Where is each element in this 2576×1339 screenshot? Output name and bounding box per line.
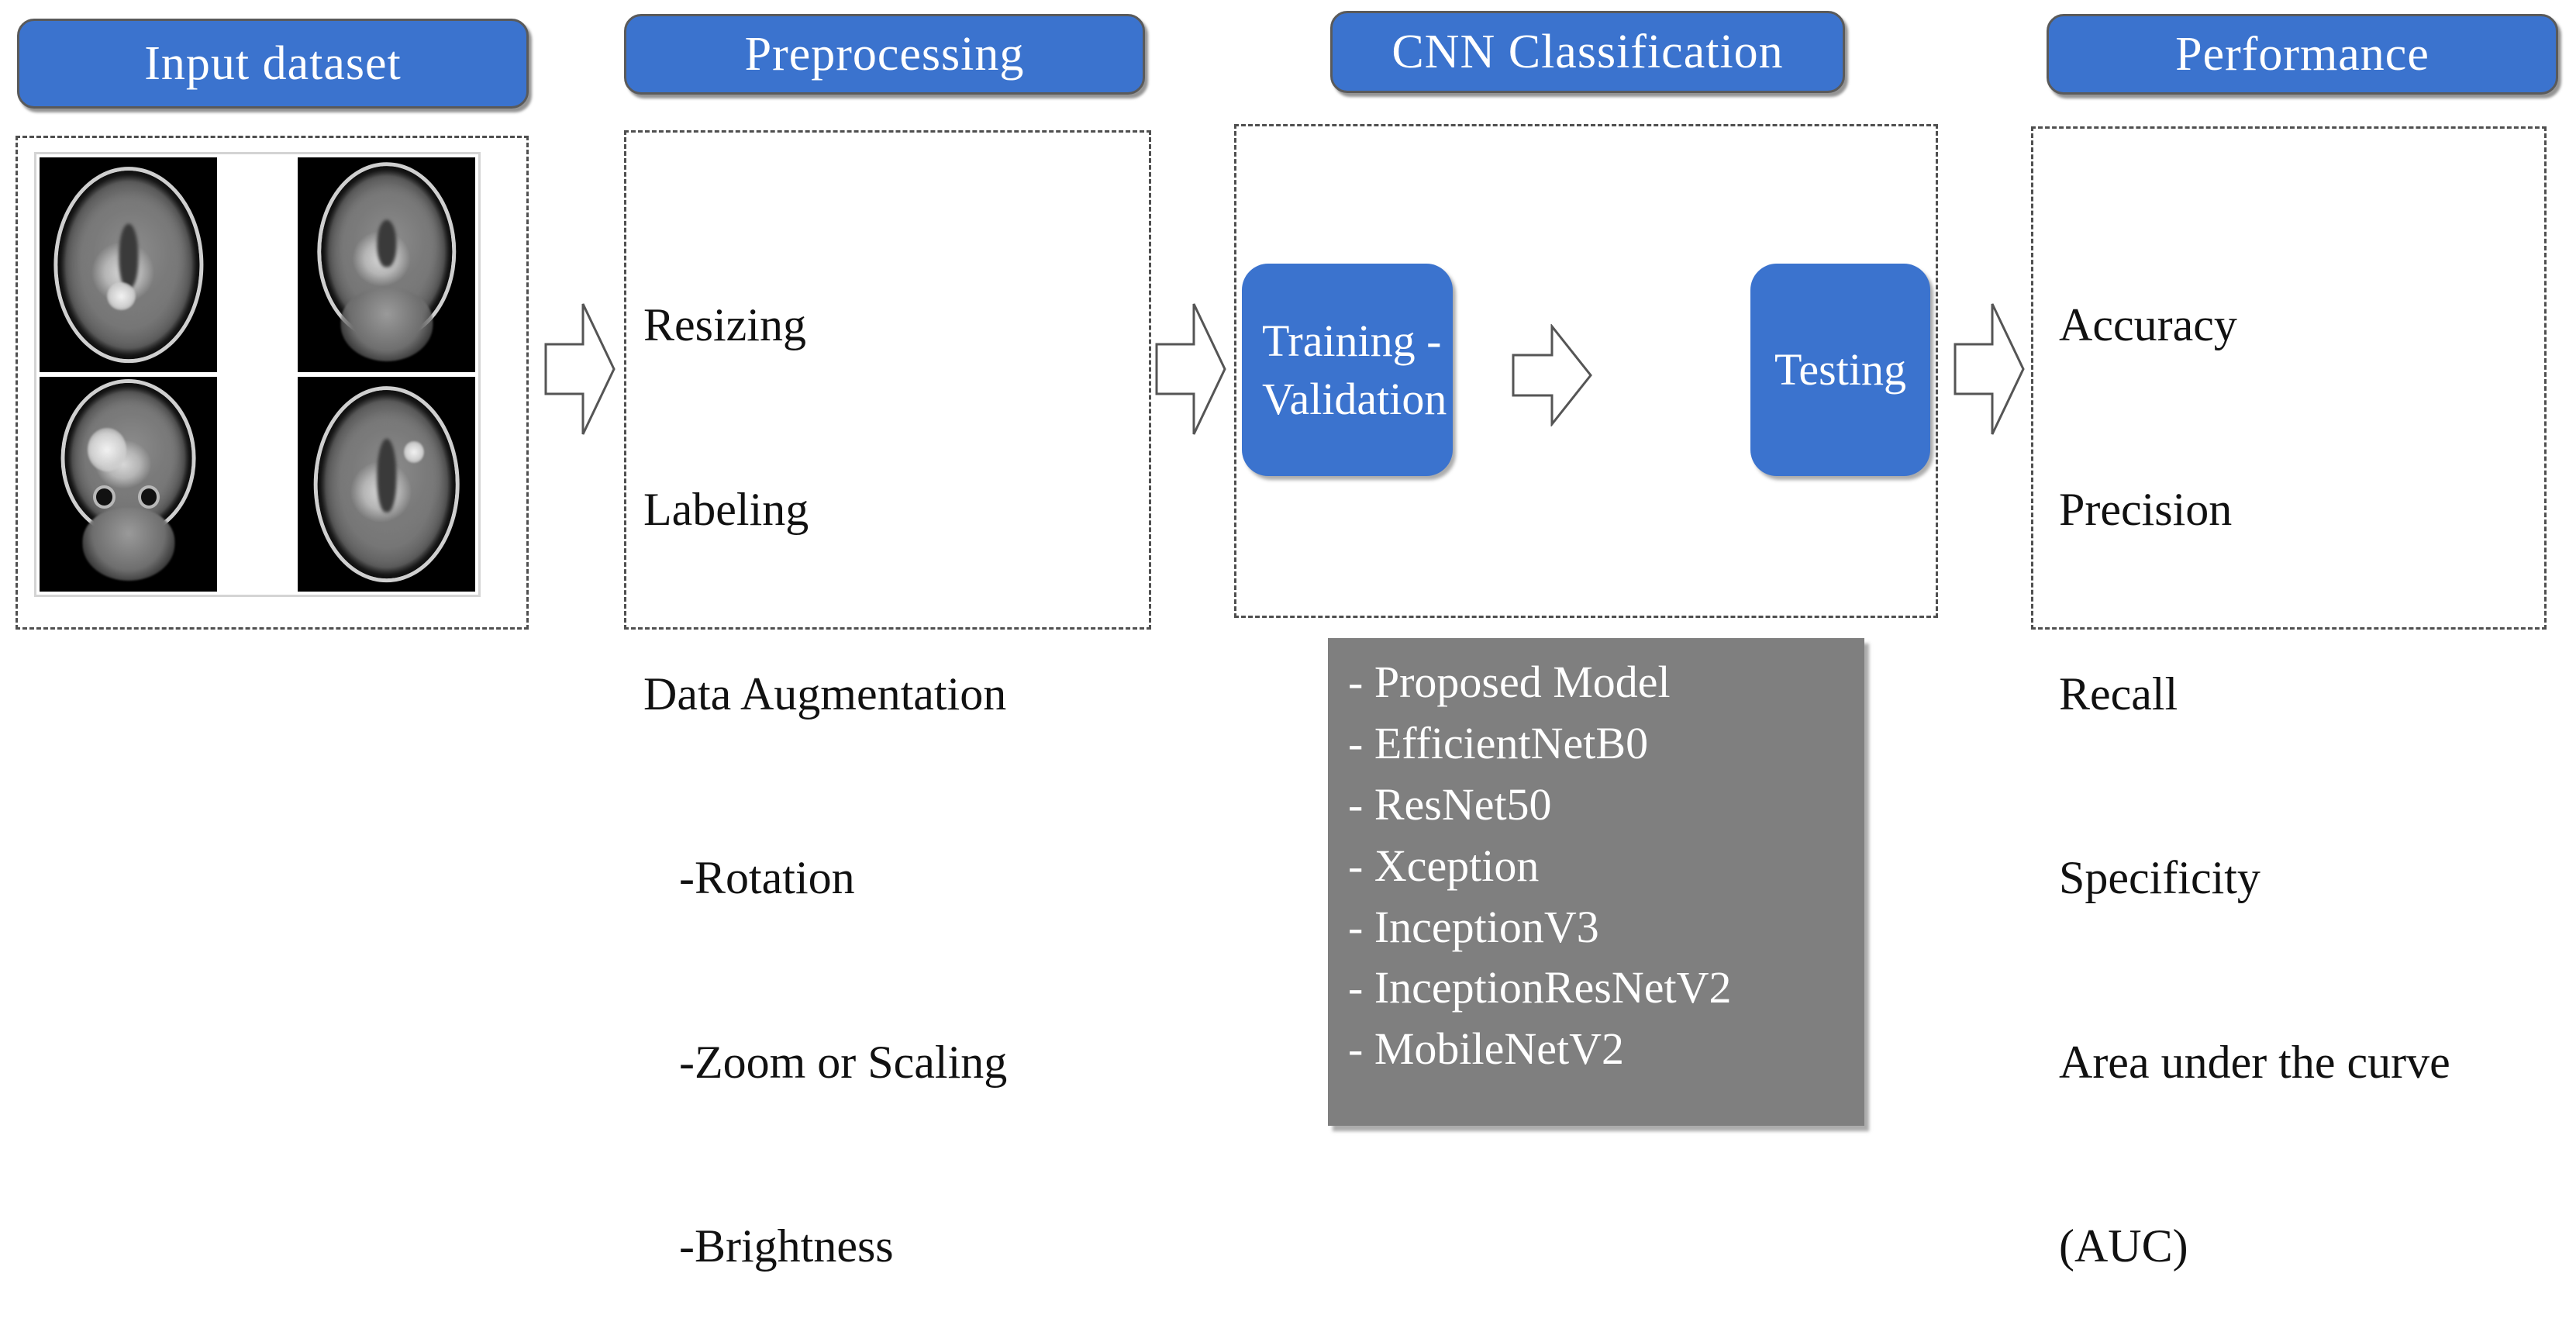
mri-image-coronal-2: [40, 377, 217, 592]
mri-image-coronal-1: [298, 157, 475, 372]
testing-box[interactable]: Testing: [1750, 264, 1930, 476]
ventricle-shape: [376, 219, 397, 267]
arrow-preprocessing-to-cnn-icon: [1155, 301, 1226, 437]
model-list-item: - InceptionResNetV2: [1348, 962, 1732, 1013]
stage-header-cnn-classification-label: CNN Classification: [1391, 26, 1784, 78]
preprocessing-substep: -Zoom or Scaling: [679, 1036, 1008, 1088]
panel-preprocessing: [624, 130, 1151, 630]
stage-header-preprocessing: Preprocessing: [624, 14, 1145, 95]
stage-header-input-dataset: Input dataset: [17, 19, 529, 109]
training-validation-box[interactable]: Training - Validation: [1242, 264, 1453, 476]
mri-image-axial-1: [40, 157, 217, 372]
arrow-cnn-to-performance-icon: [1954, 301, 2025, 437]
arrow-training-to-testing-icon: [1512, 324, 1593, 426]
performance-metric: (AUC): [2059, 1220, 2188, 1272]
performance-metric: Accuracy: [2059, 299, 2237, 351]
lesion-shape: [404, 441, 424, 463]
model-list-item: - EfficientNetB0: [1348, 717, 1649, 768]
mri-image-axial-2: [298, 377, 475, 592]
preprocessing-substep: -Rotation: [679, 852, 855, 904]
jaw-shape: [340, 288, 433, 362]
model-list-item: - Proposed Model: [1348, 657, 1671, 707]
preprocessing-step-list: Resizing Labeling Data Augmentation -Rot…: [643, 172, 1140, 1339]
arrow-input-to-preprocessing-icon: [544, 301, 616, 437]
model-list: - Proposed Model - EfficientNetB0 - ResN…: [1348, 652, 1731, 1080]
performance-metric: Precision: [2059, 483, 2233, 535]
performance-metric: Area under the curve: [2059, 1036, 2450, 1088]
stage-header-input-dataset-label: Input dataset: [144, 37, 402, 90]
mri-mosaic: [34, 152, 481, 597]
performance-metric: Recall: [2059, 668, 2178, 720]
model-list-item: - Xception: [1348, 840, 1540, 891]
lesion-shape: [87, 428, 127, 471]
testing-label: Testing: [1774, 344, 1906, 395]
performance-metric-list: Accuracy Precision Recall Specificity Ar…: [2059, 172, 2547, 1339]
stage-header-cnn-classification: CNN Classification: [1330, 11, 1845, 93]
preprocessing-substep: -Brightness: [679, 1220, 894, 1272]
model-list-item: - ResNet50: [1348, 778, 1552, 830]
preprocessing-step: Resizing: [643, 299, 806, 351]
model-list-item: - InceptionV3: [1348, 901, 1599, 952]
ventricle-shape: [118, 223, 139, 288]
stage-header-performance: Performance: [2047, 14, 2558, 95]
preprocessing-step: Labeling: [643, 483, 809, 535]
stage-header-performance-label: Performance: [2175, 28, 2429, 81]
model-list-panel: - Proposed Model - EfficientNetB0 - ResN…: [1328, 638, 1864, 1126]
preprocessing-step: Data Augmentation: [643, 668, 1007, 720]
stage-header-preprocessing-label: Preprocessing: [744, 28, 1025, 81]
training-validation-label: Training - Validation: [1262, 315, 1447, 424]
ventricle-shape: [376, 439, 397, 512]
orbit-shape: [96, 488, 112, 506]
panel-performance: [2031, 126, 2547, 630]
performance-metric: Specificity: [2059, 852, 2260, 904]
lesion-shape: [107, 281, 136, 310]
jaw-shape: [81, 507, 175, 581]
orbit-shape: [140, 488, 157, 506]
model-list-item: - MobileNetV2: [1348, 1023, 1624, 1075]
